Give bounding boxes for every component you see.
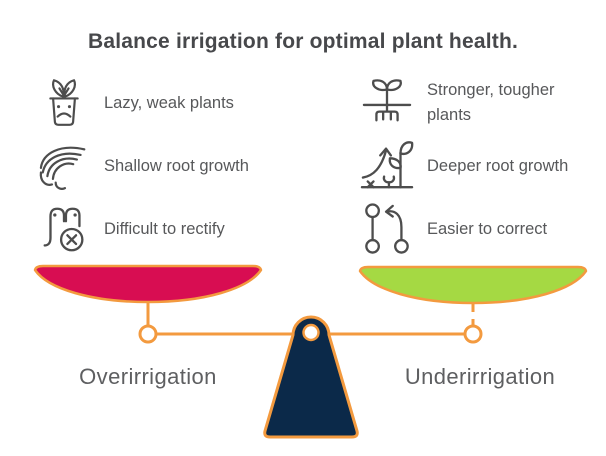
list-item: Stronger, tougher plants [357,73,595,133]
underirrigation-pan [358,265,588,305]
underirrigation-list: Stronger, tougher plants Deeper root gro… [357,73,595,259]
list-item: Shallow root growth [34,136,316,196]
tangled-cross-icon [34,200,94,258]
shallow-roots-icon [34,137,94,195]
item-label: Deeper root growth [427,156,569,175]
page-title: Balance irrigation for optimal plant hea… [87,30,519,53]
list-item: Easier to correct [357,199,595,259]
plant-with-roots-icon [357,74,417,132]
revert-arrow-icon [357,200,417,258]
overirrigation-pan [33,264,263,304]
left-hanger-ring [138,324,158,344]
item-label: Stronger, tougher plants [427,81,555,124]
fulcrum-pivot-hole [302,323,320,342]
item-label: Shallow root growth [104,156,249,175]
overirrigation-list: Lazy, weak plants Shallow root growth [34,73,316,259]
list-item: Deeper root growth [357,136,595,196]
growth-arrow-plant-icon [357,137,417,195]
item-label: Difficult to rectify [104,219,225,238]
sad-potted-plant-icon [34,74,94,132]
label-overirrigation: Overirrigation [79,364,217,389]
right-hanger-ring [463,324,483,344]
list-item: Difficult to rectify [34,199,316,259]
item-label: Easier to correct [427,219,548,238]
item-label: Lazy, weak plants [104,93,234,112]
label-underirrigation: Underirrigation [404,364,556,389]
fulcrum [263,315,359,439]
list-item: Lazy, weak plants [34,73,316,133]
balance-scale-graphic [33,264,588,439]
